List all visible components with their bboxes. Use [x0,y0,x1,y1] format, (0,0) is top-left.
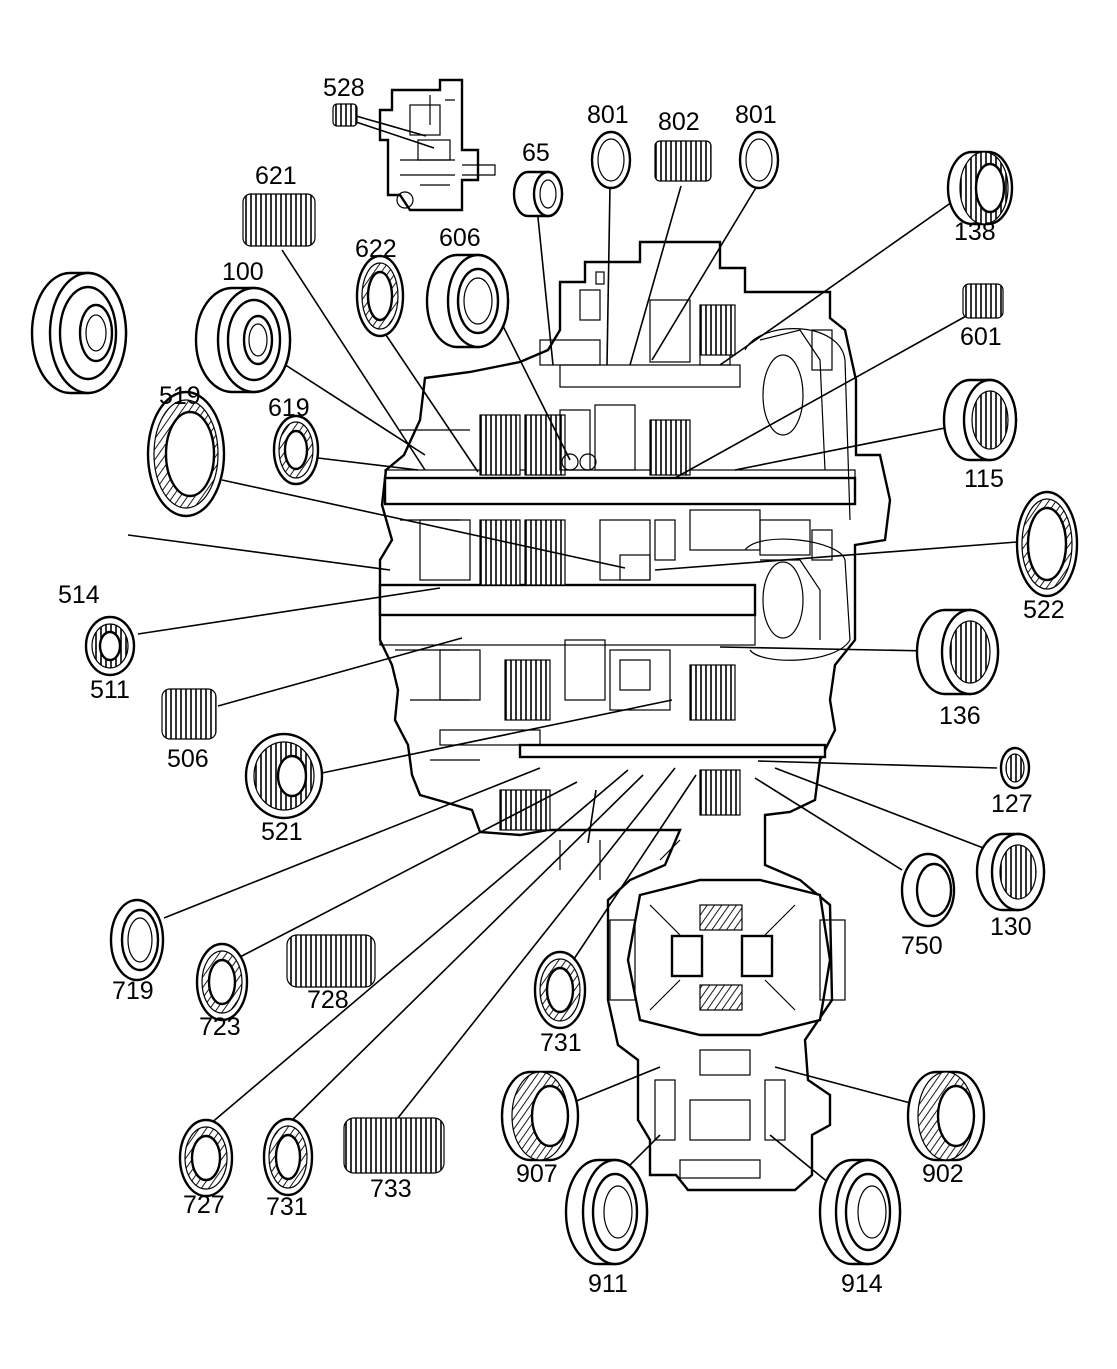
callout-802: 802 [658,108,700,136]
callout-138: 138 [954,218,996,246]
callout-65: 65 [522,139,550,167]
thrust-bearing-icon [272,414,320,486]
clutch-pack [504,659,551,721]
callout-728: 728 [307,986,349,1014]
needle-bearing-icon [242,193,316,247]
callout-914: 914 [841,1270,883,1298]
callout-621: 621 [255,162,297,190]
thrust-washer-icon [590,130,632,190]
callout-907: 907 [516,1160,558,1188]
transmission-housing [378,240,892,1192]
ball-bearing-icon [425,253,510,349]
roller-bearing-icon [946,150,1014,226]
clutch-pack [479,414,521,476]
callout-733: 733 [370,1175,412,1203]
thrust-bearing-icon [262,1117,314,1197]
needle-bearing-icon [654,140,712,182]
callout-750: 750 [901,932,943,960]
callout-801-right: 801 [735,101,777,129]
clutch-pack [699,304,736,356]
thrust-bearing-icon [178,1118,234,1198]
thrust-washer-icon [738,130,780,190]
callout-902: 902 [922,1160,964,1188]
tapered-bearing-icon [500,1070,580,1162]
callout-514: 514 [58,581,100,609]
bushing-icon [109,898,165,982]
callout-606: 606 [439,224,481,252]
valve-body-module [378,78,496,212]
roller-bearing-icon [999,746,1031,790]
bushing-icon [512,170,564,218]
callout-522: 522 [1023,596,1065,624]
callout-100: 100 [222,258,264,286]
roller-bearing-icon [915,608,1000,696]
thrust-bearing-icon [195,942,249,1022]
callout-719: 719 [112,977,154,1005]
callout-911: 911 [588,1270,628,1298]
ball-bearing-icon [564,1158,649,1266]
callout-506: 506 [167,745,209,773]
callout-619: 619 [268,394,310,422]
bushing-icon [900,852,956,928]
clutch-pack [689,664,736,721]
thrust-bearing-icon [146,390,226,518]
needle-bearing-icon [161,688,217,740]
clutch-pack [699,769,741,816]
callout-521: 521 [261,818,303,846]
needle-bearing-icon [332,103,358,127]
callout-115: 115 [964,465,1004,493]
clutch-pack [499,789,551,831]
callout-731-lower: 731 [266,1193,308,1221]
tapered-bearing-icon [906,1070,986,1162]
ball-bearing-icon [194,286,292,394]
needle-bearing-icon [84,615,136,677]
roller-bearing-icon [942,378,1018,462]
clutch-pack [524,414,566,476]
thrust-bearing-icon [1015,490,1079,598]
clutch-pack [479,519,521,586]
thrust-bearing-icon [533,950,587,1030]
needle-bearing-icon [286,934,376,988]
callout-731-upper: 731 [540,1029,582,1057]
clutch-pack [524,519,566,586]
callout-622: 622 [355,235,397,263]
ball-bearing-icon [818,1158,902,1266]
needle-bearing-icon [244,732,324,820]
callout-519: 519 [159,382,201,410]
needle-bearing-icon [962,283,1004,319]
callout-136: 136 [939,702,981,730]
callout-601: 601 [960,323,1002,351]
callout-723: 723 [199,1013,241,1041]
callout-528: 528 [323,74,365,102]
callout-130: 130 [990,913,1032,941]
needle-bearing-icon [343,1117,445,1174]
parts-group [30,103,1079,1266]
callout-727: 727 [183,1191,225,1219]
callout-511: 511 [90,676,130,704]
roller-bearing-icon [975,832,1046,912]
leader-lines [127,115,1018,1189]
callout-127: 127 [991,790,1033,818]
clutch-pack [649,419,691,476]
ball-bearing-icon [30,271,128,395]
thrust-bearing-icon [355,254,405,338]
callout-801-left: 801 [587,101,629,129]
callout-labels: 528 801 802 801 65 621 622 606 138 100 6… [58,74,1065,1298]
